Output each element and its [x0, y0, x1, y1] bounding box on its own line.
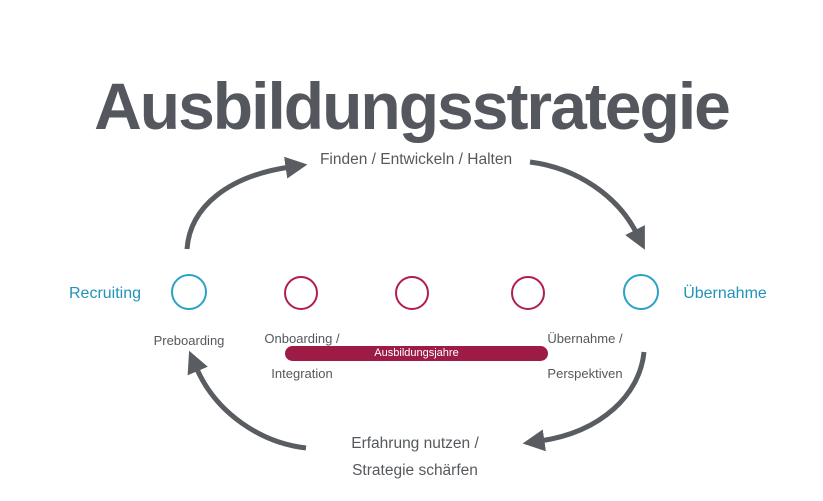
stage-label-line: Integration	[271, 365, 333, 381]
stage-circle-uebernahme-perspektiven	[511, 276, 545, 310]
stage-circle-exit	[623, 274, 659, 310]
phase-label-bottom-line2: Strategie schärfen	[352, 462, 478, 479]
stage-label-onboarding: Onboarding / Integration	[242, 312, 362, 382]
stage-circle-mid-year	[395, 276, 429, 310]
phase-label-bottom-line1: Erfahrung nutzen /	[351, 435, 479, 452]
ausbildungsjahre-bar: Ausbildungsjahre	[285, 346, 548, 361]
stage-label-line: Preboarding	[153, 332, 225, 348]
uebernahme-label: Übernahme	[683, 285, 767, 302]
recruiting-label: Recruiting	[68, 285, 142, 302]
ausbildungsjahre-bar-label: Ausbildungsjahre	[374, 347, 459, 359]
stage-label-preboarding: Preboarding	[129, 314, 249, 349]
stage-circle-preboarding	[171, 274, 207, 310]
stage-label-uebernahme-perspektiven: Übernahme / Perspektiven	[525, 312, 645, 382]
stage-label-line: Perspektiven	[547, 365, 623, 381]
stage-label-line: Übernahme /	[547, 330, 623, 346]
page-title: Ausbildungsstrategie	[94, 69, 731, 144]
stage-label-line: Onboarding /	[264, 330, 340, 346]
phase-label-top: Finden / Entwickeln / Halten	[319, 151, 513, 168]
arrow-top-left-icon	[184, 156, 308, 250]
stage-circle-onboarding	[284, 276, 318, 310]
phase-label-bottom: Erfahrung nutzen / Strategie schärfen	[265, 430, 565, 484]
arrow-top-right-icon	[529, 159, 645, 250]
